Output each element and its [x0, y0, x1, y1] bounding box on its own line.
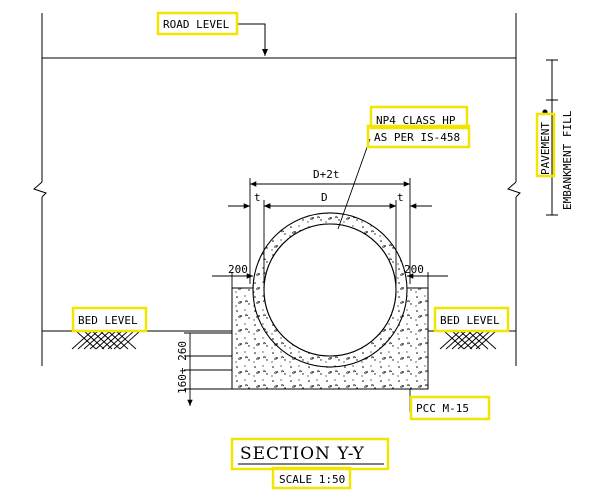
road-level-leader: [237, 23, 268, 56]
thickness-right-label: t: [397, 191, 404, 204]
pipe-spec-line2-highlight: [366, 124, 471, 149]
right-break-symbol: [507, 181, 521, 198]
base-dims-label: 160+ 260: [176, 341, 189, 394]
embankment-outline: [33, 13, 521, 366]
scale-label: SCALE 1:50: [279, 473, 345, 486]
ground-hatch-left: [71, 330, 141, 350]
thickness-left-label: t: [254, 191, 261, 204]
pipe-bore: [263, 223, 397, 357]
bed-level-left-highlight: [71, 306, 148, 333]
ground-hatch-right: [439, 330, 497, 350]
embankment-fill-label: EMBANKMENT FILL: [561, 110, 574, 210]
bed-level-right-highlight: [433, 306, 510, 333]
road-level-label: ROAD LEVEL: [163, 18, 230, 31]
pipe-spec-line1-highlight: [369, 105, 469, 130]
scale-highlight: [271, 466, 352, 490]
outer-width-label: D+2t: [313, 168, 340, 181]
section-title: SECTION Y-Y: [240, 444, 365, 464]
inner-diameter-label: D: [321, 191, 328, 204]
left-break-symbol: [33, 181, 47, 198]
top-dimensions: [228, 178, 432, 284]
bed-level-right-label: BED LEVEL: [440, 314, 500, 327]
pavement-highlight: [535, 112, 556, 178]
side-clear-right-label: 200: [404, 263, 424, 276]
pipe-spec-leader: [337, 138, 371, 230]
road-level-highlight: [156, 11, 239, 36]
bed-level-left-label: BED LEVEL: [78, 314, 138, 327]
side-clearance-dimensions: [212, 272, 448, 288]
pcc-highlight: [409, 395, 491, 421]
pavement-label: PAVEMENT: [539, 122, 552, 175]
side-clear-left-label: 200: [228, 263, 248, 276]
pipe-spec-line1: NP4 CLASS HP: [376, 114, 456, 127]
pcc-label: PCC M-15: [416, 402, 469, 415]
base-dimensions: [184, 332, 232, 406]
pipe-spec-line2: AS PER IS-458: [374, 131, 460, 144]
